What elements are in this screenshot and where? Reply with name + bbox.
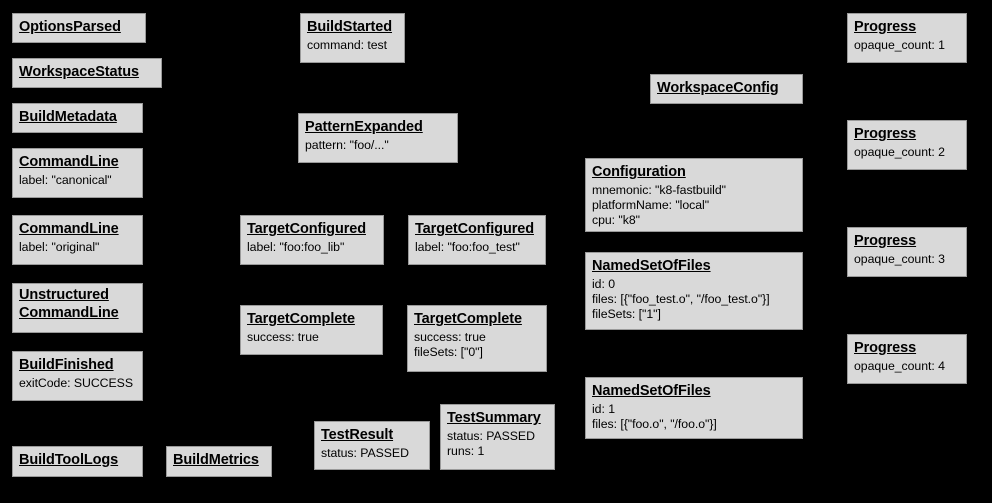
node-title: WorkspaceStatus bbox=[19, 64, 139, 80]
node-build-metrics[interactable]: BuildMetrics bbox=[166, 446, 272, 477]
node-title: WorkspaceConfig bbox=[657, 80, 779, 96]
node-workspace-status[interactable]: WorkspaceStatus bbox=[12, 58, 162, 88]
node-field: id: 1 bbox=[592, 401, 615, 416]
node-title: PatternExpanded bbox=[305, 119, 423, 135]
node-fields: opaque_count: 2 bbox=[854, 145, 961, 160]
node-progress-3[interactable]: Progress opaque_count: 3 bbox=[847, 227, 967, 277]
node-build-tool-logs[interactable]: BuildToolLogs bbox=[12, 446, 143, 477]
node-configuration[interactable]: Configuration mnemonic: "k8-fastbuild"pla… bbox=[585, 158, 803, 232]
node-field: status: PASSED bbox=[321, 445, 409, 460]
node-fields: label: "canonical" bbox=[19, 173, 137, 188]
node-field: opaque_count: 4 bbox=[854, 358, 945, 373]
node-fields: opaque_count: 3 bbox=[854, 252, 961, 267]
node-title: TestResult bbox=[321, 427, 394, 443]
node-title: Progress bbox=[854, 126, 917, 142]
node-title: Progress bbox=[854, 340, 917, 356]
node-build-metadata[interactable]: BuildMetadata bbox=[12, 103, 143, 133]
node-fields: label: "foo:foo_test" bbox=[415, 240, 540, 255]
node-workspace-config[interactable]: WorkspaceConfig bbox=[650, 74, 803, 104]
node-field: id: 0 bbox=[592, 276, 615, 291]
node-target-configured-lib[interactable]: TargetConfigured label: "foo:foo_lib" bbox=[240, 215, 384, 265]
node-field: label: "foo:foo_lib" bbox=[247, 239, 345, 254]
node-target-complete-lib[interactable]: TargetComplete success: true bbox=[240, 305, 383, 355]
node-title: TargetConfigured bbox=[415, 221, 534, 237]
node-title: NamedSetOfFiles bbox=[592, 258, 711, 274]
node-field: success: true bbox=[414, 329, 486, 344]
node-title: BuildToolLogs bbox=[19, 452, 119, 468]
node-title: BuildFinished bbox=[19, 357, 114, 373]
node-field: opaque_count: 3 bbox=[854, 251, 945, 266]
node-field: platformName: "local" bbox=[592, 197, 710, 212]
node-field: command: test bbox=[307, 37, 387, 52]
node-field: fileSets: ["1"] bbox=[592, 306, 661, 321]
node-progress-4[interactable]: Progress opaque_count: 4 bbox=[847, 334, 967, 384]
node-title: OptionsParsed bbox=[19, 19, 121, 35]
node-progress-1[interactable]: Progress opaque_count: 1 bbox=[847, 13, 967, 63]
node-field: fileSets: ["0"] bbox=[414, 344, 483, 359]
node-build-finished[interactable]: BuildFinished exitCode: SUCCESS bbox=[12, 351, 143, 401]
node-field: status: PASSED bbox=[447, 428, 535, 443]
node-fields: pattern: "foo/..." bbox=[305, 138, 452, 153]
node-field: mnemonic: "k8-fastbuild" bbox=[592, 182, 726, 197]
node-title: Configuration bbox=[592, 164, 686, 180]
node-title: TestSummary bbox=[447, 410, 541, 426]
node-title: TargetConfigured bbox=[247, 221, 366, 237]
node-title: BuildMetrics bbox=[173, 452, 259, 468]
node-build-started[interactable]: BuildStarted command: test bbox=[300, 13, 405, 63]
node-fields: status: PASSED bbox=[321, 446, 424, 461]
node-fields: label: "foo:foo_lib" bbox=[247, 240, 378, 255]
node-field: label: "original" bbox=[19, 239, 100, 254]
node-title: BuildStarted bbox=[307, 19, 393, 35]
node-title: CommandLine bbox=[19, 221, 119, 237]
node-title: NamedSetOfFiles bbox=[592, 383, 711, 399]
node-field: files: [{"foo_test.o", "/foo_test.o"}] bbox=[592, 291, 770, 306]
node-field: opaque_count: 1 bbox=[854, 37, 945, 52]
node-title: TargetComplete bbox=[414, 311, 522, 327]
node-field: exitCode: SUCCESS bbox=[19, 375, 133, 390]
node-field: label: "canonical" bbox=[19, 172, 112, 187]
node-title: CommandLine bbox=[19, 154, 119, 170]
node-title: TargetComplete bbox=[247, 311, 355, 327]
node-title: Unstructured CommandLine bbox=[19, 287, 119, 321]
node-fields: success: true bbox=[247, 330, 377, 345]
node-fields: mnemonic: "k8-fastbuild"platformName: "l… bbox=[592, 183, 797, 228]
node-field: pattern: "foo/..." bbox=[305, 137, 389, 152]
node-field: cpu: "k8" bbox=[592, 212, 640, 227]
node-options-parsed[interactable]: OptionsParsed bbox=[12, 13, 146, 43]
node-command-line-original[interactable]: CommandLine label: "original" bbox=[12, 215, 143, 265]
node-progress-2[interactable]: Progress opaque_count: 2 bbox=[847, 120, 967, 170]
node-field: success: true bbox=[247, 329, 319, 344]
node-pattern-expanded[interactable]: PatternExpanded pattern: "foo/..." bbox=[298, 113, 458, 163]
node-title: BuildMetadata bbox=[19, 109, 117, 125]
node-fields: opaque_count: 4 bbox=[854, 359, 961, 374]
node-field: label: "foo:foo_test" bbox=[415, 239, 520, 254]
node-fields: exitCode: SUCCESS bbox=[19, 376, 137, 391]
node-test-result[interactable]: TestResult status: PASSED bbox=[314, 421, 430, 470]
node-fields: command: test bbox=[307, 38, 399, 53]
node-command-line-canonical[interactable]: CommandLine label: "canonical" bbox=[12, 148, 143, 198]
node-title: Progress bbox=[854, 19, 917, 35]
node-unstructured-command-line[interactable]: Unstructured CommandLine bbox=[12, 283, 143, 333]
node-field: runs: 1 bbox=[447, 443, 485, 458]
node-fields: opaque_count: 1 bbox=[854, 38, 961, 53]
node-title: Progress bbox=[854, 233, 917, 249]
node-field: opaque_count: 2 bbox=[854, 144, 945, 159]
node-fields: label: "original" bbox=[19, 240, 137, 255]
node-target-configured-test[interactable]: TargetConfigured label: "foo:foo_test" bbox=[408, 215, 546, 265]
node-field: files: [{"foo.o", "/foo.o"}] bbox=[592, 416, 717, 431]
